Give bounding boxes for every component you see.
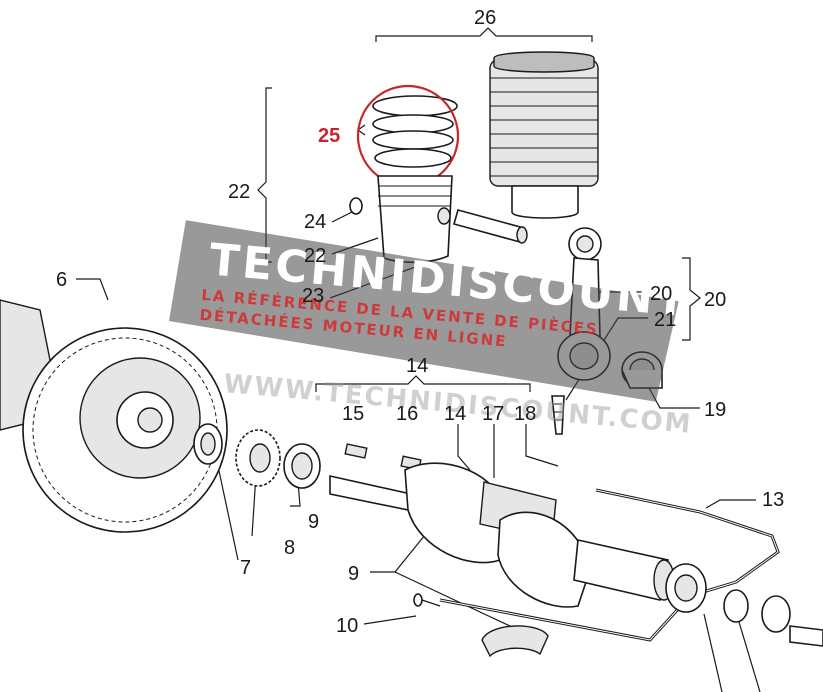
callout-25: 25 [318, 125, 340, 147]
washer [761, 595, 791, 633]
circlip [349, 197, 363, 215]
callout-9-shell: 9 [348, 563, 359, 585]
callout-labels: 26 25 22 24 22 23 6 20 20 21 14 19 15 16… [56, 7, 784, 637]
callout-7: 7 [240, 557, 251, 579]
callout-14-bracket: 14 [406, 355, 428, 377]
callout-14-crank: 14 [444, 403, 466, 425]
callout-9-front: 9 [308, 511, 319, 533]
callout-6: 6 [56, 269, 67, 291]
callout-21: 21 [654, 309, 676, 331]
main-bearing-rear [665, 563, 707, 613]
callout-20-rod: 20 [650, 283, 672, 305]
seal-ring-rear [723, 589, 749, 623]
piston-pin [453, 209, 528, 244]
callout-24: 24 [304, 211, 326, 233]
main-bearing-front [283, 443, 321, 489]
callout-13: 13 [762, 489, 784, 511]
pulley-bolt [789, 625, 823, 647]
flywheel [0, 299, 228, 533]
piston-rings [356, 84, 460, 188]
callout-15: 15 [342, 403, 364, 425]
bearing-shell [481, 625, 549, 658]
oil-jet [413, 593, 441, 607]
callout-22-bracket: 22 [228, 181, 250, 203]
callout-20-bracket: 20 [704, 289, 726, 311]
callout-18: 18 [514, 403, 536, 425]
callout-16: 16 [396, 403, 418, 425]
crankshaft [329, 462, 675, 608]
callout-19: 19 [704, 399, 726, 421]
callout-8: 8 [284, 537, 295, 559]
callout-22-piston: 22 [304, 245, 326, 267]
conrod-bolt [551, 395, 565, 435]
callout-10: 10 [336, 615, 358, 637]
callout-17: 17 [482, 403, 504, 425]
callout-26: 26 [474, 7, 496, 29]
cylinder-barrel [489, 51, 599, 219]
oil-seal [193, 423, 223, 465]
key-15 [344, 443, 368, 459]
callout-23: 23 [302, 285, 324, 307]
timing-gear [235, 429, 281, 487]
